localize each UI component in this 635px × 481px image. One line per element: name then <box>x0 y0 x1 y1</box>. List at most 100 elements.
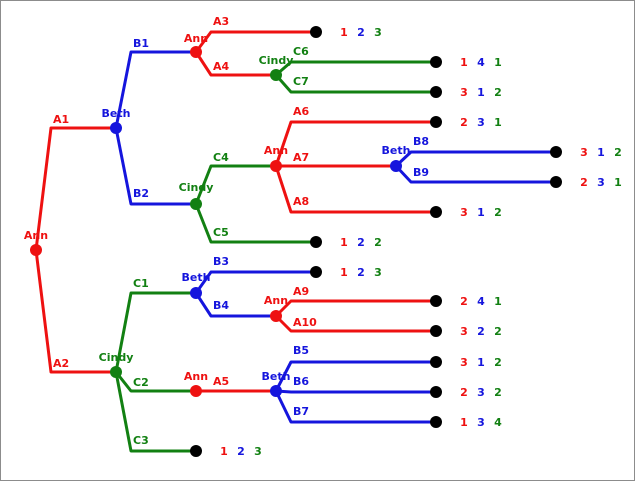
payoff-value-cindy: 2 <box>374 236 382 249</box>
branch-b2 <box>114 127 196 206</box>
player-label-a-1: Ann <box>184 32 208 45</box>
player-label-c-2: Cindy <box>179 181 214 194</box>
terminal-node-t14 <box>430 416 442 428</box>
payoff-value-beth: 4 <box>477 56 485 69</box>
branch-label-b6: B6 <box>293 375 309 388</box>
branch-c4 <box>194 164 276 205</box>
terminal-node-t8 <box>310 236 322 248</box>
decision-node-a-4 <box>190 385 202 397</box>
decision-node-a-3 <box>270 310 282 322</box>
branch-label-c4: C4 <box>213 151 229 164</box>
branch-a10 <box>274 314 436 333</box>
payoff-value-ann: 3 <box>460 206 468 219</box>
decision-node-c-bot <box>110 366 122 378</box>
payoff-value-cindy: 3 <box>254 445 262 458</box>
branch-label-b4: B4 <box>213 299 229 312</box>
payoff-value-ann: 1 <box>340 266 348 279</box>
player-label-c-1: Cindy <box>259 54 294 67</box>
payoff-value-ann: 3 <box>460 356 468 369</box>
nodes-layer <box>30 26 562 457</box>
player-label-a-3: Ann <box>264 294 288 307</box>
terminal-node-t10 <box>430 295 442 307</box>
branch-b3 <box>194 270 316 294</box>
decision-node-b-2 <box>190 287 202 299</box>
branch-a9 <box>274 299 436 318</box>
branch-label-a6: A6 <box>293 105 310 118</box>
branch-a8 <box>274 165 436 214</box>
payoff-value-cindy: 2 <box>494 206 502 219</box>
branch-a2 <box>34 249 116 374</box>
terminal-node-t2 <box>430 56 442 68</box>
branch-labels-layer: A1A2B1B2A3A4C6C7C4C5A6A7A8B8B9C1C2C3B3B4… <box>24 15 429 447</box>
branch-label-b9: B9 <box>413 166 429 179</box>
terminal-node-t6 <box>550 176 562 188</box>
payoff-value-beth: 2 <box>237 445 245 458</box>
decision-node-b-1 <box>390 160 402 172</box>
player-label-a-4: Ann <box>184 370 208 383</box>
branch-label-b7: B7 <box>293 405 309 418</box>
payoff-value-beth: 1 <box>597 146 605 159</box>
terminal-node-t9 <box>310 266 322 278</box>
player-label-c-bot: Cindy <box>99 351 134 364</box>
branch-c5 <box>194 203 316 244</box>
branch-label-a3: A3 <box>213 15 229 28</box>
payoff-value-ann: 2 <box>460 295 468 308</box>
branch-c3 <box>114 371 196 453</box>
payoff-value-beth: 2 <box>357 236 365 249</box>
payoff-value-ann: 1 <box>460 416 468 429</box>
terminal-node-t13 <box>430 386 442 398</box>
branch-label-c7: C7 <box>293 75 309 88</box>
payoff-value-cindy: 1 <box>614 176 622 189</box>
branch-label-b2: B2 <box>133 187 149 200</box>
decision-node-b-3 <box>270 385 282 397</box>
branch-label-a9: A9 <box>293 285 309 298</box>
terminal-node-t3 <box>430 86 442 98</box>
terminal-node-t5 <box>550 146 562 158</box>
decision-node-a-1 <box>190 46 202 58</box>
payoff-value-ann: 3 <box>460 325 468 338</box>
decision-node-root <box>30 244 42 256</box>
branch-b7 <box>274 390 436 424</box>
terminal-node-t4 <box>430 116 442 128</box>
terminal-node-t11 <box>430 325 442 337</box>
player-label-a-2: Ann <box>264 144 288 157</box>
branch-b6 <box>275 389 436 394</box>
decision-node-c-1 <box>270 69 282 81</box>
payoff-value-beth: 1 <box>477 206 485 219</box>
branch-b8 <box>394 150 556 168</box>
payoff-value-beth: 4 <box>477 295 485 308</box>
payoff-value-ann: 1 <box>340 236 348 249</box>
payoff-value-ann: 2 <box>460 116 468 129</box>
branch-label-a1: A1 <box>53 113 69 126</box>
branch-b9 <box>394 164 556 184</box>
branch-label-c2: C2 <box>133 376 149 389</box>
branch-label-a7: A7 <box>293 151 309 164</box>
branch-c2 <box>114 371 196 393</box>
payoff-value-ann: 1 <box>220 445 228 458</box>
branch-a3 <box>194 30 316 53</box>
branch-label-b3: B3 <box>213 255 229 268</box>
branch-label-c6: C6 <box>293 45 309 58</box>
payoff-value-beth: 2 <box>357 26 365 39</box>
terminal-node-t1 <box>310 26 322 38</box>
payoff-value-cindy: 1 <box>494 56 502 69</box>
payoff-value-ann: 1 <box>340 26 348 39</box>
payoff-value-cindy: 2 <box>494 325 502 338</box>
payoff-value-beth: 2 <box>477 325 485 338</box>
branch-b4 <box>194 292 276 318</box>
branch-a4 <box>194 51 276 77</box>
branch-b5 <box>274 360 436 392</box>
